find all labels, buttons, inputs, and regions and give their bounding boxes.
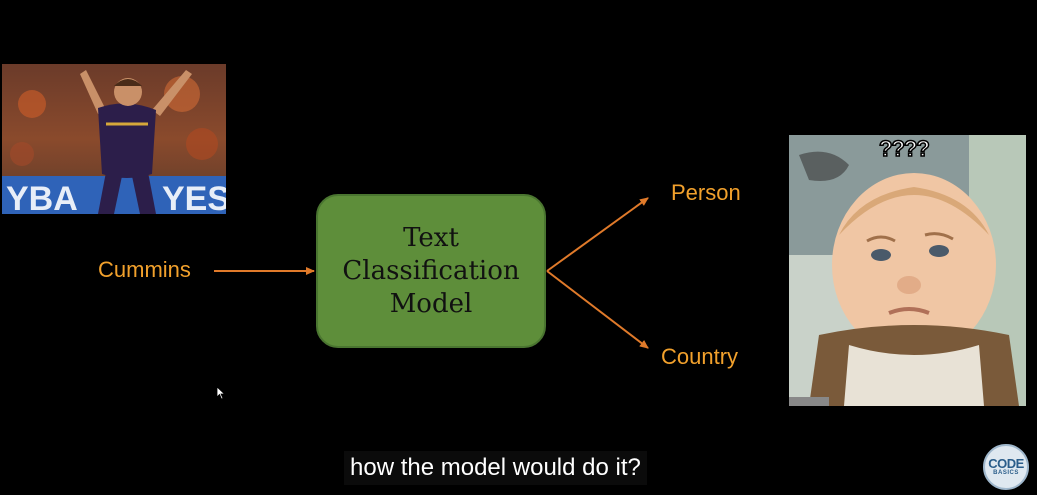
output-label-country: Country <box>661 344 739 369</box>
video-caption: how the model would do it? <box>344 451 647 485</box>
model-box-line-3: Model <box>389 288 473 319</box>
codebasics-logo: CODE BASICS <box>983 444 1029 490</box>
text-classification-model-box: Text Classification Model <box>316 194 546 348</box>
baby-meme-photo: ???? <box>789 135 1026 406</box>
logo-line-2: BASICS <box>993 470 1019 476</box>
output-label-person: Person <box>671 180 741 205</box>
person-arrow <box>546 197 649 272</box>
mouse-cursor-icon <box>216 386 226 400</box>
baby-photo-question-marks: ???? <box>878 136 930 162</box>
svg-text:YBA: YBA <box>6 180 78 214</box>
country-arrow <box>546 270 649 349</box>
cricket-player-photo: YBA YES <box>2 64 226 214</box>
logo-line-1: CODE <box>988 456 1024 471</box>
svg-text:YES: YES <box>162 180 226 214</box>
model-box-line-1: Text <box>403 222 459 253</box>
model-box-line-2: Classification <box>342 255 520 286</box>
input-label: Cummins <box>98 257 191 282</box>
